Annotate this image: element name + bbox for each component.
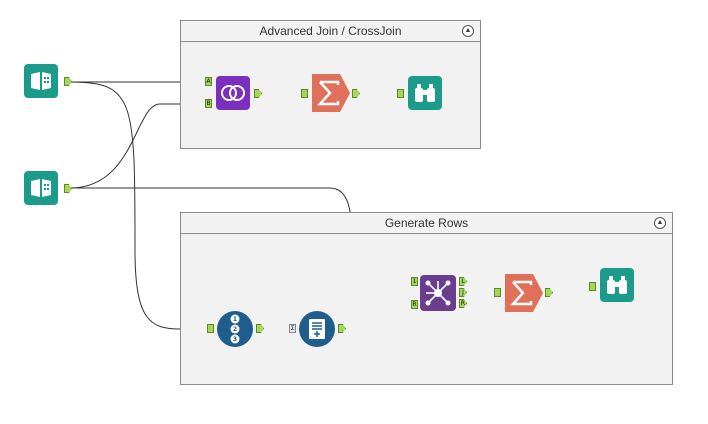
sigma-icon	[505, 274, 543, 312]
book-input-icon	[31, 179, 51, 197]
summarize-tool-2[interactable]	[505, 274, 543, 312]
chevron-up-icon[interactable]: ▲	[654, 217, 666, 229]
input-anchor[interactable]	[207, 324, 214, 333]
multi-join-out-j[interactable]: J	[459, 288, 467, 297]
binoculars-icon	[415, 84, 435, 102]
join-anchor-a[interactable]: A	[205, 77, 212, 86]
input-anchor[interactable]	[301, 89, 308, 98]
input-data-tool-2[interactable]	[24, 171, 58, 205]
numbered-list-icon: 1 2 3	[230, 314, 240, 344]
book-input-icon	[31, 72, 51, 90]
join-tool[interactable]	[216, 76, 250, 110]
join-anchor-b[interactable]: B	[205, 99, 212, 108]
input-anchor[interactable]	[589, 282, 596, 291]
generate-rows-tool[interactable]	[299, 311, 335, 347]
browse-tool-2[interactable]	[600, 268, 634, 302]
container-title: Generate Rows	[181, 213, 672, 234]
svg-text:2: 2	[233, 326, 237, 333]
multi-join-anchor-1[interactable]: 1	[411, 277, 418, 286]
output-anchor[interactable]	[545, 288, 553, 297]
multi-join-icon	[425, 280, 451, 306]
wire-input1-recordid	[69, 81, 211, 330]
svg-text:1: 1	[233, 316, 237, 323]
svg-text:3: 3	[233, 336, 237, 343]
join-circles-icon	[221, 85, 245, 101]
summarize-tool-1[interactable]	[312, 74, 350, 112]
container-title: Advanced Join / CrossJoin	[181, 21, 480, 42]
input-data-tool-1[interactable]	[24, 64, 58, 98]
binoculars-icon	[607, 276, 627, 294]
output-anchor[interactable]	[254, 89, 262, 98]
output-anchor[interactable]	[256, 324, 264, 333]
multi-join-out-r[interactable]: R	[459, 299, 467, 308]
multi-join-tool[interactable]	[420, 275, 456, 311]
output-anchor[interactable]	[338, 324, 346, 333]
output-anchor[interactable]	[352, 89, 360, 98]
sigma-input-anchor[interactable]: Σ	[289, 324, 296, 333]
output-anchor[interactable]	[64, 184, 72, 193]
browse-tool-1[interactable]	[408, 76, 442, 110]
input-anchor[interactable]	[397, 89, 404, 98]
chevron-up-icon[interactable]: ▲	[462, 25, 474, 37]
multi-join-anchor-r[interactable]: R	[411, 300, 418, 309]
sigma-icon	[312, 74, 350, 112]
record-id-tool[interactable]: 1 2 3	[217, 311, 253, 347]
generate-rows-icon	[309, 319, 325, 339]
output-anchor[interactable]	[64, 77, 72, 86]
input-anchor[interactable]	[494, 288, 501, 297]
multi-join-out-l[interactable]: L	[459, 277, 467, 286]
